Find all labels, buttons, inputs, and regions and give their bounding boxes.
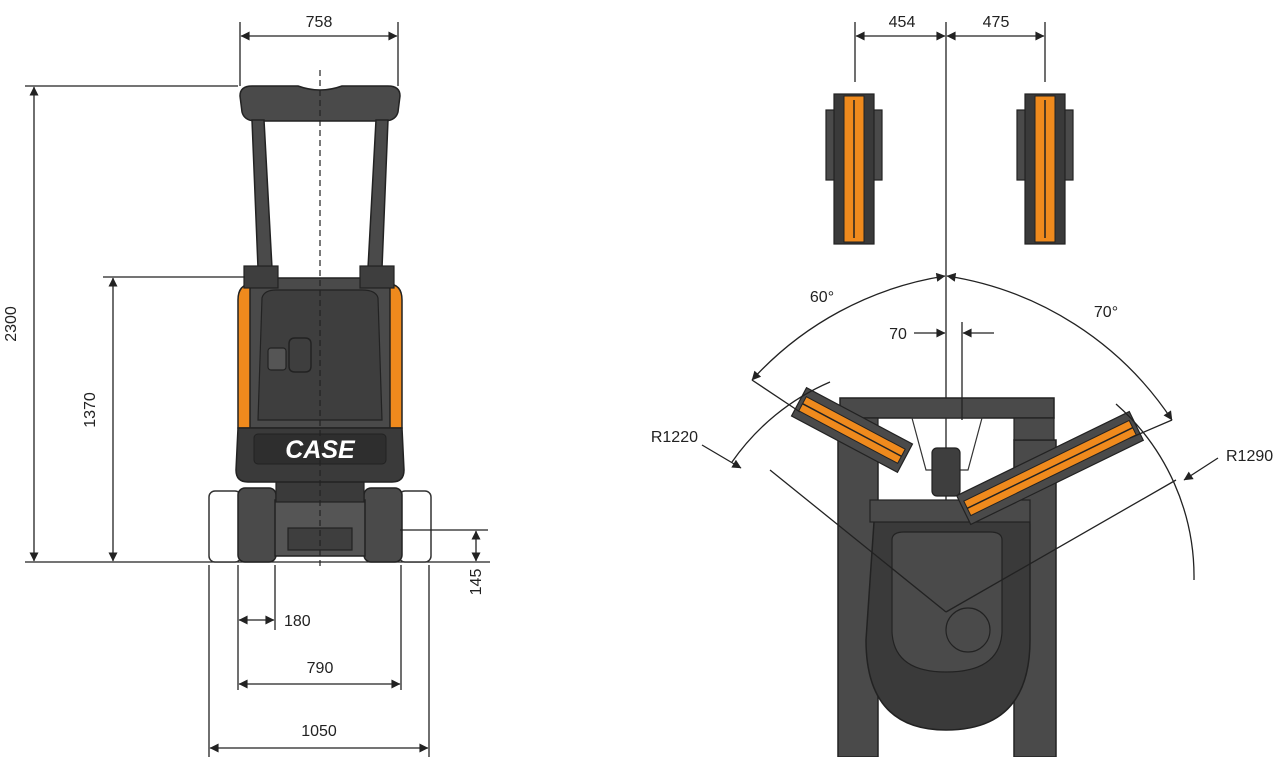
dimension-cab-height: 1370: [82, 276, 245, 562]
angle-label-60: 60°: [810, 289, 834, 306]
dimension-track-shoe: 180: [237, 565, 311, 690]
swing-radius: R1220 R1290: [651, 381, 1273, 613]
dim-label-R1290: R1290: [1226, 448, 1273, 465]
dim-label-1050: 1050: [301, 723, 337, 740]
swung-boom-left: [790, 386, 914, 474]
dim-label-758: 758: [306, 14, 333, 31]
dim-label-475: 475: [983, 14, 1010, 31]
canopy: [239, 85, 401, 289]
dimension-canopy-width: 758: [239, 14, 399, 86]
dim-label-2300: 2300: [3, 306, 20, 342]
dim-label-145: 145: [468, 569, 485, 596]
dim-label-1370: 1370: [82, 392, 99, 428]
dimension-track-gauge: 790: [238, 565, 402, 690]
dimension-center-offset: 70: [889, 322, 994, 420]
dimension-overall-width: 1050: [208, 565, 430, 757]
dimension-boom-offset: 454 475: [854, 14, 1046, 82]
dimension-overall-height: 2300: [3, 85, 238, 562]
dim-label-180: 180: [284, 613, 311, 630]
swung-boom-right: [955, 410, 1145, 526]
brand-logo: CASE: [285, 436, 356, 464]
dim-label-454: 454: [889, 14, 916, 31]
front-view: CASE 758 2300 1370 145: [3, 14, 490, 757]
dimension-ground-clearance: 145: [400, 529, 488, 596]
top-view: 454 475: [651, 14, 1273, 757]
tracks: [208, 475, 432, 563]
boom-offset-left: [825, 93, 883, 245]
dim-label-790: 790: [307, 660, 334, 677]
dim-label-70: 70: [889, 326, 907, 343]
boom-offset-right: [1016, 93, 1074, 245]
swing-angle-arcs: 60° 70°: [751, 272, 1173, 439]
dim-label-R1220: R1220: [651, 429, 698, 446]
angle-label-70: 70°: [1094, 304, 1118, 321]
